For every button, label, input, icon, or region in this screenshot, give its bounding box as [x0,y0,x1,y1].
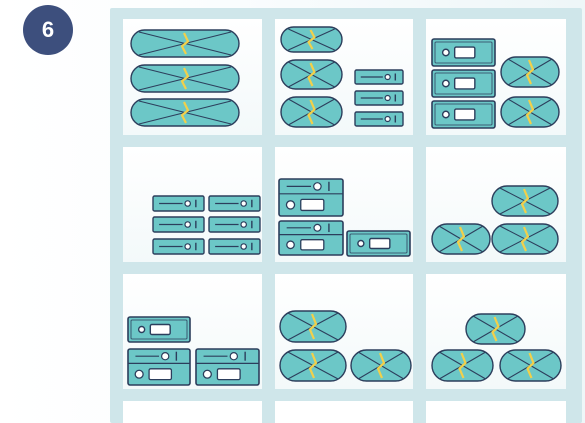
grid-cell [275,401,413,423]
storage-box-icon [195,348,260,386]
small-storage-box-icon [152,238,205,255]
grid-cell [123,401,262,423]
small-storage-box-icon [152,195,205,212]
storage-box-icon [431,100,496,129]
tied-sack-icon [279,310,347,343]
small-storage-box-icon [208,216,261,233]
tied-sack-icon [499,349,562,382]
small-storage-box-icon [354,69,404,85]
tied-sack-icon [431,349,494,382]
small-storage-box-icon [354,111,404,127]
tied-sack-icon [130,29,240,58]
tied-sack-icon [280,26,343,53]
grid-cell [426,401,566,423]
storage-box-icon [346,230,411,257]
tied-sack-icon [491,185,559,217]
tied-sack-icon [500,96,560,128]
grid-items [127,26,562,386]
storage-box-icon [278,178,344,217]
small-storage-box-icon [354,90,404,106]
tied-sack-icon [130,98,240,127]
small-storage-box-icon [208,238,261,255]
tied-sack-icon [431,223,491,255]
tied-sack-icon [279,349,347,382]
tied-sack-icon [491,223,559,255]
storage-box-icon [431,38,496,67]
small-storage-box-icon [208,195,261,212]
step-number: 6 [41,17,55,42]
storage-box-icon [127,316,191,343]
tied-sack-icon [280,59,343,90]
tied-sack-icon [500,56,560,88]
storage-box-icon [431,69,496,98]
tied-sack-icon [350,349,412,382]
tied-sack-icon [280,96,343,128]
storage-box-icon [278,220,344,256]
tied-sack-icon [465,313,526,345]
step-number-badge: 6 [23,5,73,55]
tied-sack-icon [130,64,240,93]
small-storage-box-icon [152,216,205,233]
storage-box-icon [127,348,191,386]
